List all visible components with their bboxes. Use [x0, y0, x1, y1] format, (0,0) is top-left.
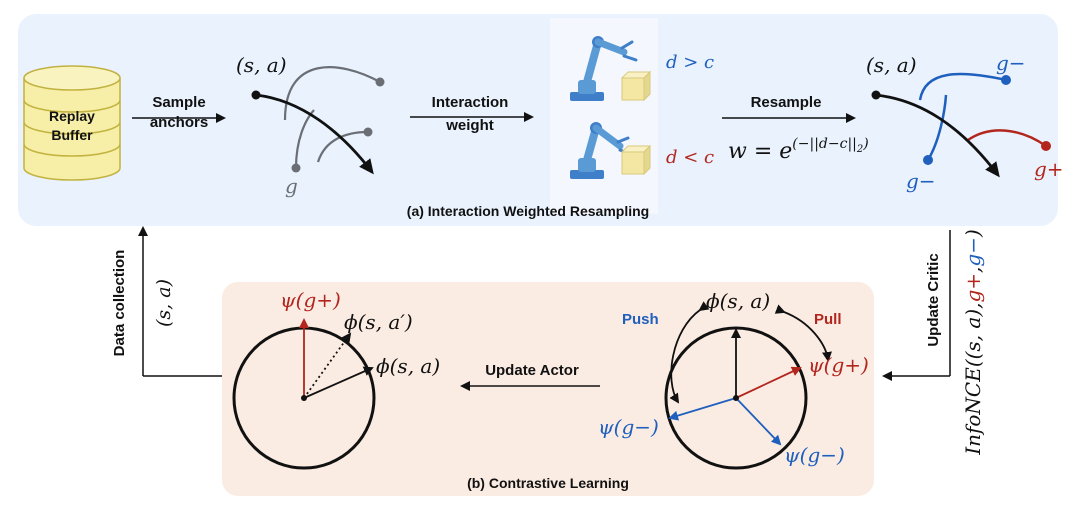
psi-gplus-right-label: ψ(g+) — [808, 353, 869, 377]
robot-arm-icon — [570, 36, 652, 102]
critic-embedding-circle — [664, 301, 832, 470]
g-minus-top-label: g− — [996, 51, 1026, 75]
update-actor-label: Update Actor — [485, 362, 579, 379]
update-critic-label: Update Critic — [925, 253, 942, 346]
database-cylinder-icon — [23, 65, 121, 181]
panel-a-background — [18, 14, 1058, 226]
panel-b-caption: (b) Contrastive Learning — [467, 475, 629, 491]
infonce-formula: InfoNCE((s, a),g+,g−) — [961, 229, 985, 456]
interaction-weight-label-line1: Interaction — [432, 94, 509, 111]
pull-label: Pull — [814, 311, 842, 328]
weight-exponent: (−||d−c|| — [792, 136, 857, 152]
g-plus-label: g+ — [1034, 157, 1064, 181]
actor-embedding-circle — [232, 318, 376, 470]
anchor-sa-label: (s, a) — [236, 53, 287, 77]
anchor-trajectories — [251, 66, 385, 175]
weight-subscript: 2 — [856, 144, 863, 155]
push-label: Push — [622, 311, 659, 328]
interaction-weight-label-line2: weight — [445, 117, 494, 134]
infonce-suffix: ) — [961, 229, 985, 238]
psi-gminus-right-label: ψ(g−) — [784, 443, 845, 467]
replay-buffer-label-line1: Replay — [49, 108, 95, 124]
data-collection-sa-label: (s, a) — [153, 279, 175, 327]
panel-a-caption: (a) Interaction Weighted Resampling — [407, 203, 649, 219]
anchor-g-label: g — [285, 174, 298, 198]
phi-sa-right-label: ϕ(s, a) — [706, 289, 770, 313]
replay-buffer-label-line2: Buffer — [51, 127, 93, 143]
g-minus-bottom-label: g− — [906, 169, 936, 193]
sample-anchors-label-line1: Sample — [152, 94, 205, 111]
weight-formula: w = e(−||d−c||2) — [728, 136, 869, 164]
infonce-gplus: g+ — [961, 273, 985, 303]
data-collection-label: Data collection — [111, 250, 128, 357]
psi-gminus-left-label: ψ(g−) — [598, 415, 659, 439]
phi-sa-prime-label: ϕ(s, a′) — [344, 310, 413, 334]
robot-arm-icon — [570, 122, 652, 179]
resampled-trajectories — [871, 72, 1051, 178]
robot-panel — [550, 18, 658, 214]
infonce-comma: , — [961, 267, 985, 273]
resample-label: Resample — [751, 94, 822, 111]
d-less-c-label: d < c — [666, 147, 714, 168]
sample-anchors-label-line2: anchors — [150, 114, 208, 131]
phi-sa-left-label: ϕ(s, a) — [376, 354, 440, 378]
weight-w: w = e — [728, 139, 792, 164]
infonce-prefix: InfoNCE((s, a), — [961, 303, 985, 456]
panel-b-background — [222, 282, 874, 496]
resampled-sa-label: (s, a) — [866, 53, 917, 77]
d-greater-c-label: d > c — [666, 52, 714, 73]
weight-close: ) — [862, 136, 868, 152]
psi-gplus-left-label: ψ(g+) — [280, 288, 341, 312]
infonce-gminus: g− — [961, 237, 985, 267]
